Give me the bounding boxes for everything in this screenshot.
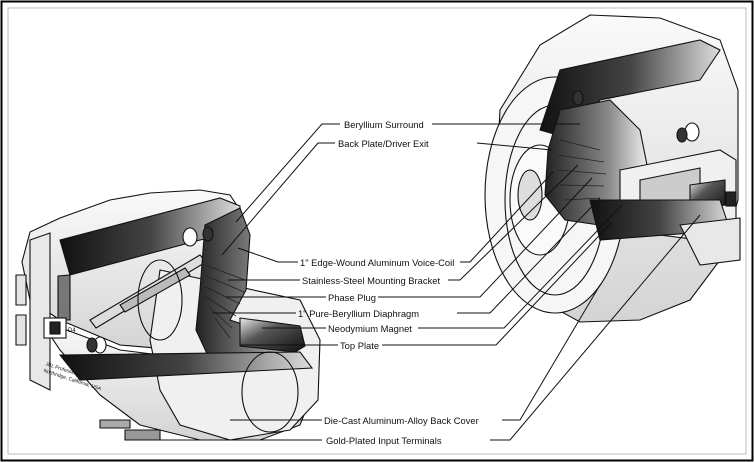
label-input-terminals: Gold-Plated Input Terminals [326, 435, 442, 446]
driver-model-text: D4 [68, 328, 76, 334]
label-mounting-bracket: Stainless-Steel Mounting Bracket [302, 275, 441, 286]
leader-voice-coil-right [460, 171, 554, 263]
leader-top-plate-right [382, 221, 613, 346]
label-voice-coil: 1" Edge-Wound Aluminum Voice-Coil [300, 257, 455, 268]
left-driver [15, 189, 321, 441]
right-driver [484, 14, 741, 323]
label-diaphragm: 1" Pure-Beryllium Diaphragm [298, 308, 420, 319]
label-neodymium-magnet: Neodymium Magnet [328, 323, 412, 334]
label-back-plate-driver-exit: Back Plate/Driver Exit [338, 138, 429, 149]
leader-back-plate-left [221, 142, 335, 256]
leader-terminals-right [490, 214, 701, 441]
label-phase-plug: Phase Plug [328, 292, 376, 303]
leader-magnet-right [418, 204, 623, 329]
inner-frame [7, 7, 747, 455]
leader-beryllium-surround-left [235, 123, 340, 223]
leader-back-cover-right [502, 284, 601, 421]
leader-back-plate-right [476, 142, 553, 151]
label-beryllium-surround: Beryllium Surround [344, 119, 424, 130]
leader-phase-plug-right [378, 177, 593, 298]
leader-bracket-right [448, 164, 579, 281]
label-top-plate: Top Plate [340, 340, 380, 351]
leader-voice-coil-left [237, 247, 298, 263]
label-back-cover: Die-Cast Aluminum-Alloy Back Cover [324, 415, 479, 426]
leader-diaphragm-right [457, 197, 601, 314]
leader-lines [130, 123, 701, 441]
